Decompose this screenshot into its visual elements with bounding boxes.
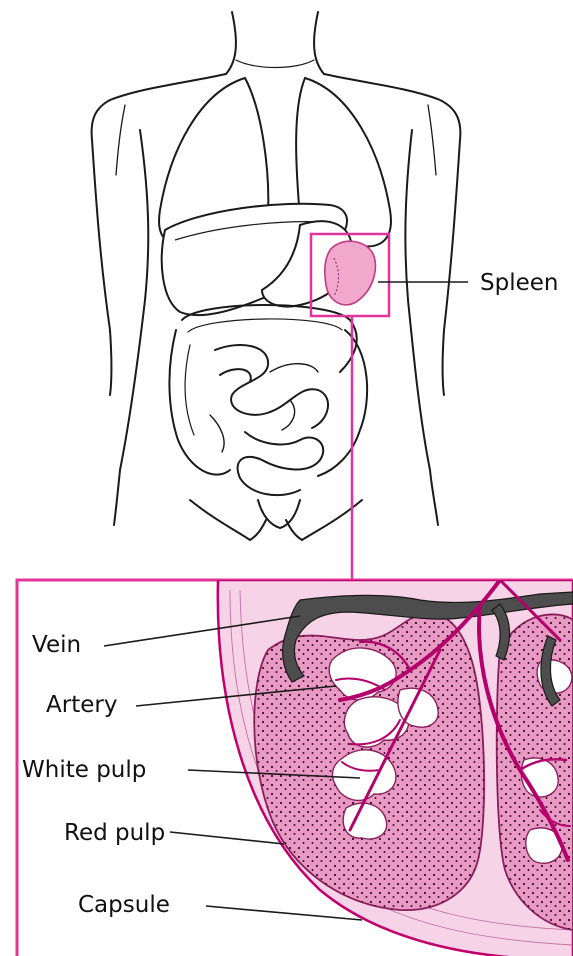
intestines — [169, 305, 367, 528]
red-pulp-leader-line — [170, 832, 284, 844]
label-white-pulp: White pulp — [22, 757, 146, 783]
spleen-small — [325, 241, 376, 305]
spleen-cross-section — [218, 580, 573, 956]
capsule-leader-line — [206, 906, 362, 920]
label-red-pulp: Red pulp — [64, 820, 165, 846]
label-capsule: Capsule — [78, 892, 170, 918]
label-vein: Vein — [32, 632, 81, 658]
label-artery: Artery — [46, 692, 117, 718]
label-spleen: Spleen — [480, 270, 558, 296]
